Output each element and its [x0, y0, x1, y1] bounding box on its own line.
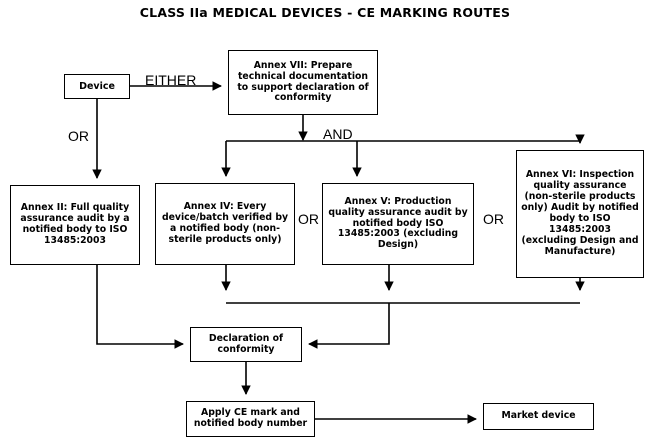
node-annex-iv-label: Annex IV: Every device/batch verified by… [161, 201, 289, 245]
node-annex-vii[interactable]: Annex VII: Prepare technical documentati… [228, 50, 378, 115]
node-market-device-label: Market device [501, 410, 576, 422]
edge-label-or-middle: OR [298, 211, 319, 227]
node-annex-v[interactable]: Annex V: Production quality assurance au… [322, 183, 474, 265]
edge-annex2-to-declaration [96, 265, 184, 349]
node-device[interactable]: Device [64, 74, 130, 99]
node-apply-ce-mark-label: Apply CE mark and notified body number [193, 407, 308, 429]
edge-merge-to-declaration [308, 303, 390, 349]
node-declaration-of-conformity[interactable]: Declaration of conformity [190, 327, 302, 362]
node-annex-vi[interactable]: Annex VI: Inspection quality assurance (… [516, 150, 644, 278]
node-market-device[interactable]: Market device [483, 403, 594, 430]
node-annex-ii-label: Annex II: Full quality assurance audit b… [20, 202, 130, 246]
node-apply-ce-mark[interactable]: Apply CE mark and notified body number [186, 401, 315, 437]
edge-label-or-left: OR [68, 128, 89, 144]
node-annex-ii[interactable]: Annex II: Full quality assurance audit b… [10, 185, 140, 265]
node-annex-vi-label: Annex VI: Inspection quality assurance (… [521, 169, 639, 257]
node-declaration-label: Declaration of conformity [208, 332, 284, 355]
edge-label-and: AND [323, 126, 353, 142]
page-title: CLASS IIa MEDICAL DEVICES - CE MARKING R… [139, 5, 511, 20]
node-device-label: Device [79, 80, 115, 92]
edge-label-or-right: OR [483, 211, 504, 227]
node-annex-iv[interactable]: Annex IV: Every device/batch verified by… [155, 183, 295, 265]
edge-label-either: EITHER [145, 72, 197, 88]
node-annex-v-label: Annex V: Production quality assurance au… [328, 195, 468, 251]
node-annex-vii-label: Annex VII: Prepare technical documentati… [237, 59, 369, 104]
